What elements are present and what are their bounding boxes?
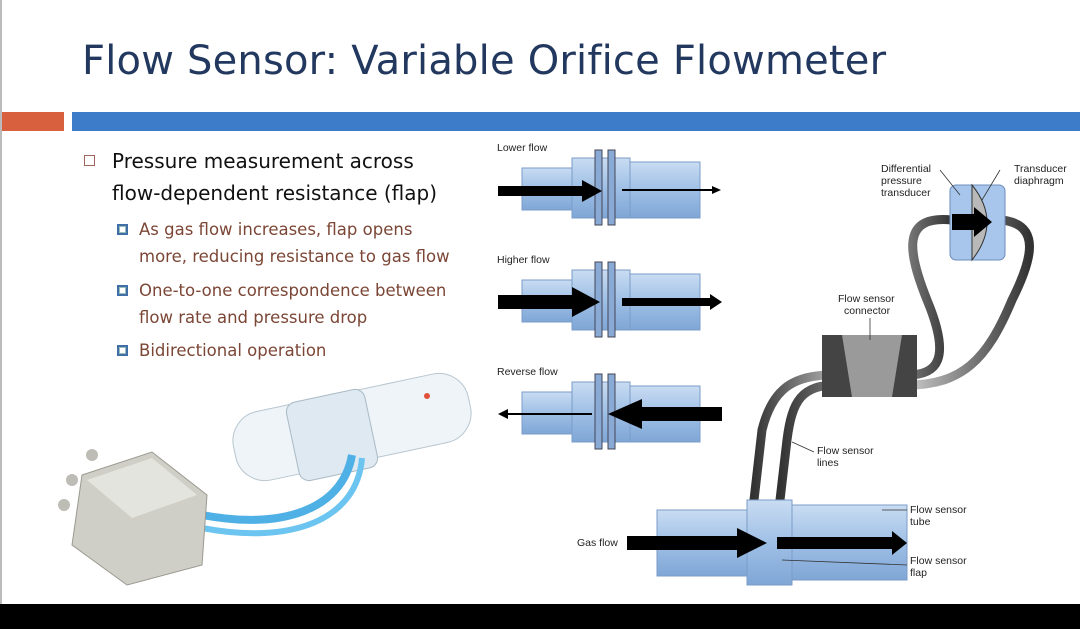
flow-sensor-diagrams: Lower flow Higher flow Reverse flow bbox=[58, 142, 1067, 586]
accent-bar-orange bbox=[2, 112, 64, 131]
label-transducer-diaphragm: Transducer bbox=[1014, 163, 1067, 175]
sub-bullet-3: Bidirectional operation bbox=[139, 341, 327, 360]
bullet-marker bbox=[84, 155, 95, 166]
label-text: lines bbox=[817, 457, 839, 469]
sub-bullet-marker bbox=[117, 224, 128, 235]
label-flow-sensor-lines: Flow sensor bbox=[817, 445, 874, 457]
panel-label: Reverse flow bbox=[497, 366, 558, 378]
slide: Flow Sensor: Variable Orifice Flowmeter … bbox=[0, 0, 1080, 604]
panel-reverse-flow: Reverse flow bbox=[497, 366, 722, 450]
panel-higher-flow: Higher flow bbox=[497, 254, 722, 338]
label-text: connector bbox=[844, 305, 891, 317]
label-gas-flow: Gas flow bbox=[577, 537, 618, 549]
panel-label: Lower flow bbox=[497, 142, 548, 154]
label-flow-sensor-connector: Flow sensor bbox=[838, 293, 895, 305]
flow-sensor-system-diagram: Differential pressure transducer Transdu… bbox=[577, 163, 1067, 586]
sub-bullet-marker bbox=[117, 345, 128, 356]
flow-sensor-photo bbox=[58, 372, 472, 586]
sub-bullet-2-line1: One-to-one correspondence between bbox=[139, 281, 447, 300]
label-text: tube bbox=[910, 516, 931, 528]
accent-bar-blue bbox=[72, 112, 1080, 131]
sub-bullet-2-line2: flow rate and pressure drop bbox=[139, 308, 368, 327]
sub-bullet-1-line2: more, reducing resistance to gas flow bbox=[139, 247, 450, 266]
label-flow-sensor-tube: Flow sensor bbox=[910, 504, 967, 516]
sub-bullet-1-line1: As gas flow increases, flap opens bbox=[139, 220, 413, 239]
panel-label: Higher flow bbox=[497, 254, 550, 266]
label-text: diaphragm bbox=[1014, 175, 1064, 187]
label-text: transducer bbox=[881, 187, 931, 199]
bullet-main-line2: flow-dependent resistance (flap) bbox=[112, 181, 438, 205]
slide-title: Flow Sensor: Variable Orifice Flowmeter bbox=[82, 38, 887, 84]
panel-lower-flow: Lower flow bbox=[497, 142, 721, 226]
sub-bullet-marker bbox=[117, 285, 128, 296]
label-text: pressure bbox=[881, 175, 922, 187]
bullet-main-line1: Pressure measurement across bbox=[112, 149, 414, 173]
label-differential-pressure-transducer: Differential bbox=[881, 163, 931, 175]
label-text: flap bbox=[910, 567, 927, 579]
label-flow-sensor-flap: Flow sensor bbox=[910, 555, 967, 567]
